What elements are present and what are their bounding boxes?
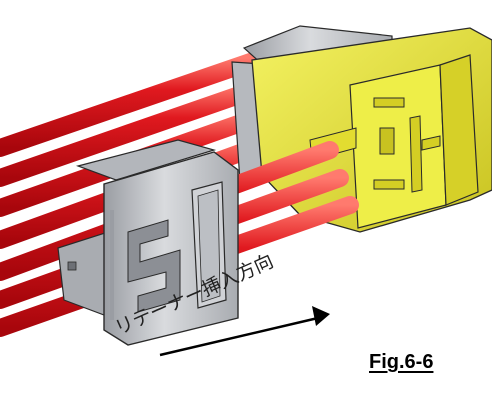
insertion-arrow-head (312, 306, 330, 326)
front-retainer-hole (67, 261, 77, 271)
connector-housing (251, 27, 492, 233)
insertion-arrow-shaft (159, 316, 319, 357)
front-retainer-cutout-s (127, 219, 181, 313)
housing-rib (409, 115, 423, 193)
front-retainer-edge (110, 210, 114, 320)
housing-slot-top (373, 97, 405, 108)
insertion-arrow (159, 306, 330, 357)
housing-slot-center (379, 127, 395, 155)
wire-2 (0, 76, 277, 187)
figure-label: Fig.6-6 (369, 351, 434, 373)
front-retainer-top-plate (75, 139, 217, 181)
front-retainer (57, 139, 239, 346)
housing-rib-cross (421, 135, 441, 151)
wire-1 (0, 49, 271, 157)
front-retainer-lever-face (197, 189, 221, 303)
housing-slot-bottom (373, 179, 405, 190)
housing-side-face (439, 54, 479, 206)
